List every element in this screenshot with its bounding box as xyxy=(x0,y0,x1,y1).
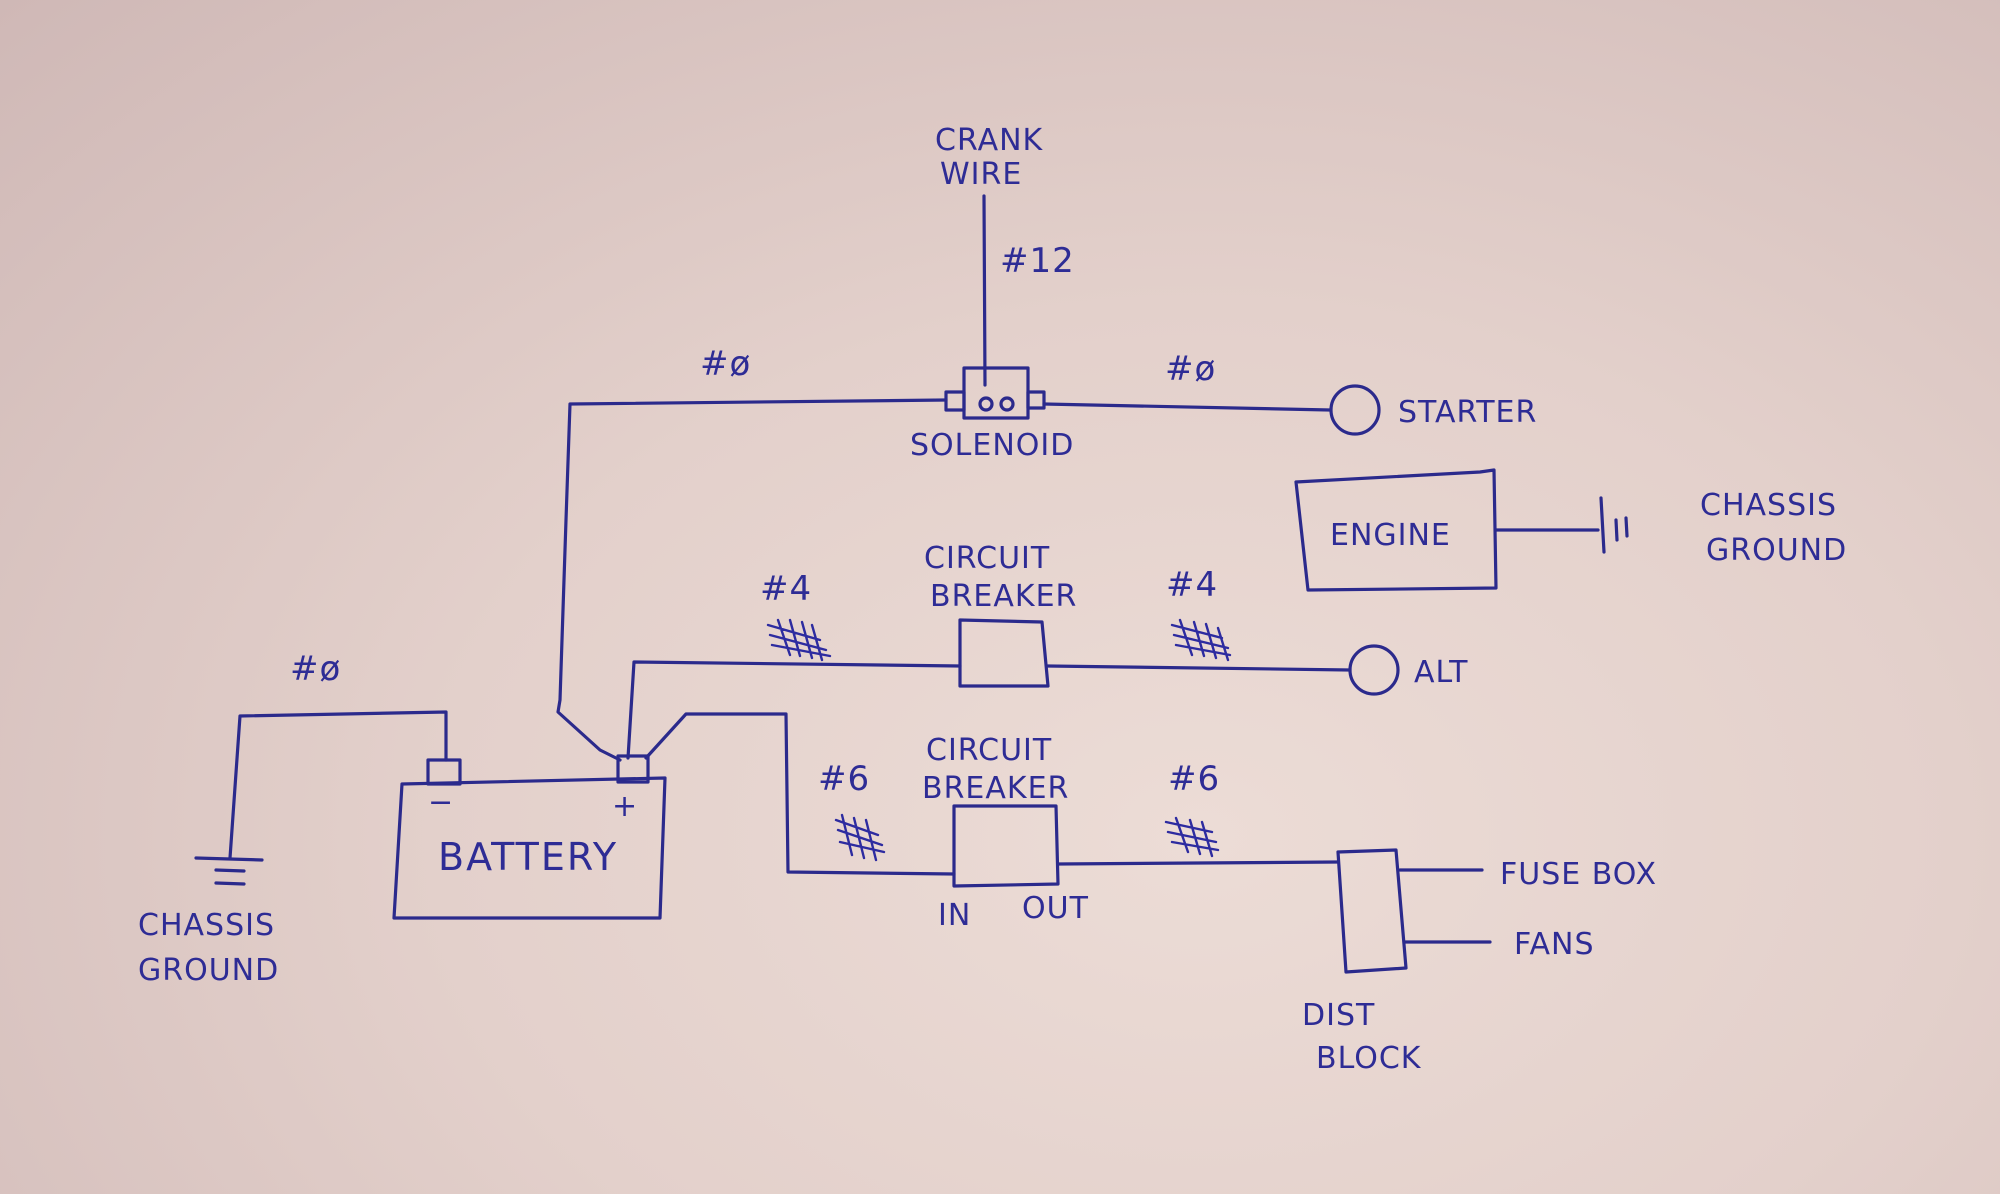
solenoid-left-terminal xyxy=(944,390,966,412)
breaker2-label-line1: CIRCUIT xyxy=(926,733,1052,768)
crossed-out-gauge-scribble xyxy=(1170,618,1232,662)
engine-ground-label-line1: CHASSIS xyxy=(1700,488,1837,523)
solenoid-body xyxy=(962,366,1030,420)
breaker1-label-line1: CIRCUIT xyxy=(924,541,1050,576)
crank-wire xyxy=(982,194,987,387)
battery-positive-post xyxy=(616,754,650,784)
breaker1-out-gauge: #4 xyxy=(1166,565,1218,605)
solenoid xyxy=(944,366,1046,420)
breaker2-box xyxy=(952,804,1060,888)
breaker1-in-gauge: #4 xyxy=(760,569,812,609)
engine-label: ENGINE xyxy=(1330,518,1451,553)
dist-block-box xyxy=(1336,848,1408,974)
solenoid-right-terminal xyxy=(1026,390,1046,410)
solenoid-terminal-b xyxy=(999,396,1015,412)
crank-wire-label-line1: CRANK xyxy=(935,123,1044,158)
breaker2-in-label: IN xyxy=(938,898,971,933)
breaker1-box xyxy=(958,618,1050,688)
wire-battery-negative-to-ground xyxy=(228,710,448,860)
battery-label: BATTERY xyxy=(438,835,618,879)
crank-wire-label-line2: WIRE xyxy=(940,157,1022,192)
battery-ground-label-line1: CHASSIS xyxy=(138,908,275,943)
dist-block-label-line1: DIST xyxy=(1302,998,1375,1033)
battery-negative-post xyxy=(426,758,462,786)
wire-battery-to-breaker1 xyxy=(626,660,962,760)
breaker2-out-label: OUT xyxy=(1022,891,1089,926)
starter-terminal-icon xyxy=(1329,384,1381,436)
battery-solenoid-gauge: #ø xyxy=(700,344,751,384)
crossed-out-gauge-scribble xyxy=(1164,816,1220,858)
wire-breaker1-to-alt xyxy=(1046,664,1352,672)
engine-chassis-ground-icon xyxy=(1599,496,1629,554)
battery-positive-sign: + xyxy=(612,789,638,824)
breaker2-label-line2: BREAKER xyxy=(922,771,1069,806)
solenoid-label: SOLENOID xyxy=(910,428,1074,463)
alt-label: ALT xyxy=(1414,655,1468,690)
fans-label: FANS xyxy=(1514,927,1595,962)
wire-battery-to-breaker2 xyxy=(644,712,956,876)
crossed-out-gauge-scribble xyxy=(766,618,832,662)
solenoid-starter-gauge: #ø xyxy=(1165,349,1216,389)
starter-label: STARTER xyxy=(1398,395,1537,430)
dist-block-label-line2: BLOCK xyxy=(1316,1041,1422,1076)
wire-breaker2-to-dist-block xyxy=(1056,860,1340,866)
breaker1-label-line2: BREAKER xyxy=(930,579,1077,614)
wire-battery-to-solenoid xyxy=(556,398,948,762)
battery xyxy=(392,754,667,920)
wire-solenoid-to-starter xyxy=(1042,402,1332,412)
crossed-out-gauge-scribble xyxy=(834,813,886,862)
battery-ground-label-line2: GROUND xyxy=(138,953,279,988)
fuse-box-label: FUSE BOX xyxy=(1500,857,1657,892)
engine-ground-label-line2: GROUND xyxy=(1706,533,1847,568)
battery-chassis-ground-icon xyxy=(194,856,264,886)
solenoid-terminal-a xyxy=(978,396,994,412)
battery-negative-gauge: #ø xyxy=(290,649,341,689)
battery-body xyxy=(392,776,667,920)
alt-terminal-icon xyxy=(1348,644,1400,696)
battery-negative-sign: − xyxy=(428,785,454,820)
breaker2-in-gauge: #6 xyxy=(818,759,870,799)
breaker2-out-gauge: #6 xyxy=(1168,759,1220,799)
crank-wire-gauge: #12 xyxy=(1000,241,1075,281)
